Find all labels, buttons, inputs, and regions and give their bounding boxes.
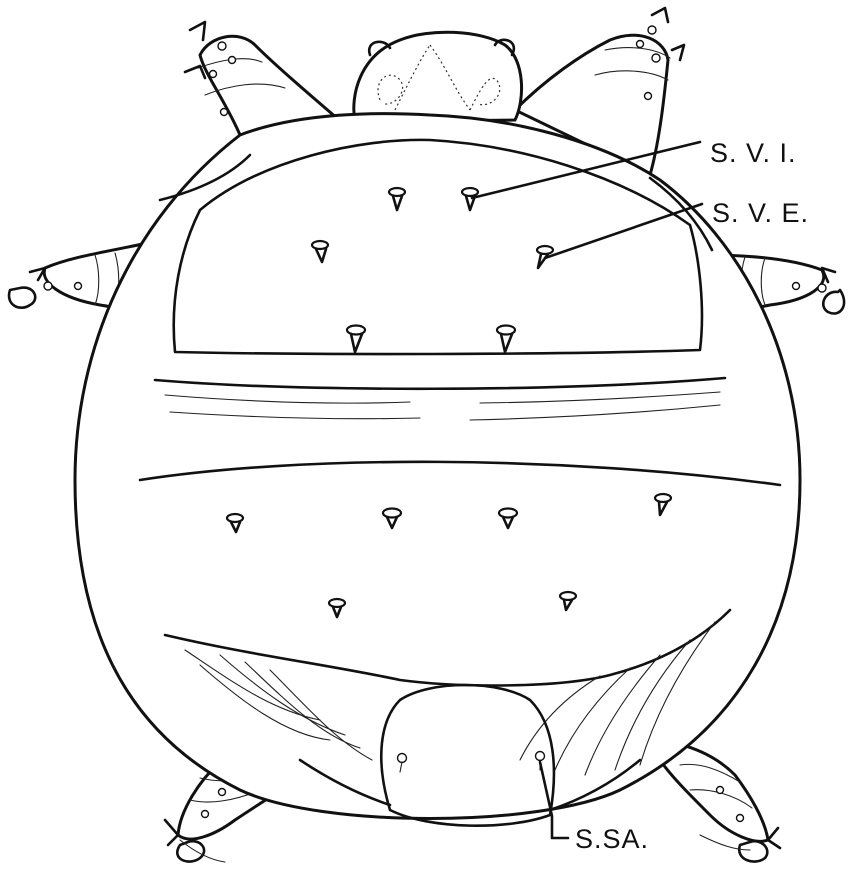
label-svi: S. V. I.: [710, 138, 797, 168]
gnathosoma: [354, 32, 522, 122]
label-sve: S. V. E.: [712, 198, 809, 228]
leg-hind-right: [660, 740, 780, 862]
idiosoma: [75, 114, 800, 819]
label-ssa: S.SA.: [575, 824, 649, 854]
